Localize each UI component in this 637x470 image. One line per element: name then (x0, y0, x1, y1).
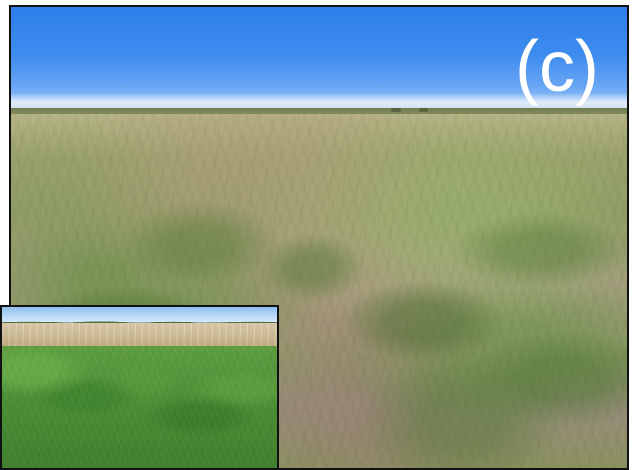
distant-clouds (11, 93, 627, 111)
distant-tree-left (391, 108, 401, 112)
inset-green-cover (2, 346, 277, 468)
inset-tree-line (2, 309, 277, 327)
inset-green-texture (2, 346, 277, 468)
horizon-strip (11, 108, 627, 116)
panel-label: (c) (515, 27, 599, 107)
distant-tree-right (419, 108, 428, 112)
inset-green-vegetation-photo (0, 305, 279, 470)
